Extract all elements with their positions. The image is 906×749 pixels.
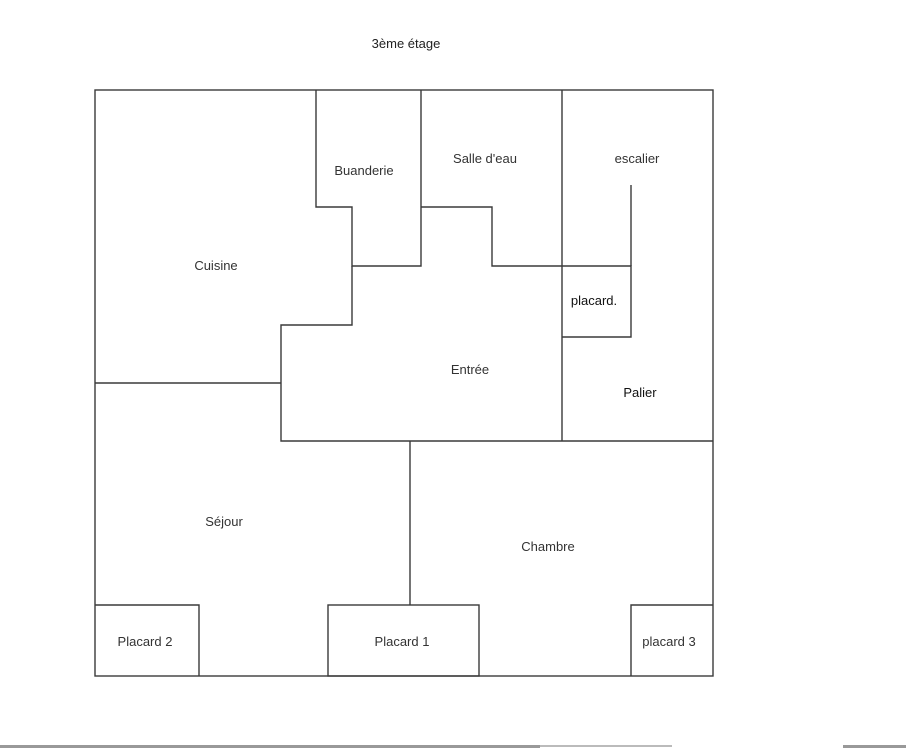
rule-segment (843, 745, 906, 748)
room-label-palier: Palier (623, 385, 657, 400)
room-label-cuisine: Cuisine (194, 258, 237, 273)
rule-segment (540, 745, 672, 747)
room-label-chambre: Chambre (521, 539, 574, 554)
placard3-wall (630, 604, 713, 676)
entree-wall (280, 266, 713, 442)
room-label-placard: placard. (571, 293, 617, 308)
room-label-escalier: escalier (615, 151, 660, 166)
buanderie-wall (315, 90, 422, 267)
walls (94, 89, 714, 677)
floor-title: 3ème étage (372, 36, 441, 51)
room-label-sejour: Séjour (205, 514, 243, 529)
room-label-placard-1: Placard 1 (375, 634, 430, 649)
room-label-placard-3: placard 3 (642, 634, 695, 649)
room-label-buanderie: Buanderie (334, 163, 393, 178)
room-label-salle-deau: Salle d'eau (453, 151, 517, 166)
salle-deau-wall (421, 206, 562, 267)
room-label-placard-2: Placard 2 (118, 634, 173, 649)
rule-segment (0, 745, 540, 748)
placard1-wall (327, 604, 480, 677)
placard2-wall (95, 604, 200, 676)
page-bottom-rule (0, 745, 906, 748)
placard-wall (562, 265, 632, 338)
room-label-entree: Entrée (451, 362, 489, 377)
